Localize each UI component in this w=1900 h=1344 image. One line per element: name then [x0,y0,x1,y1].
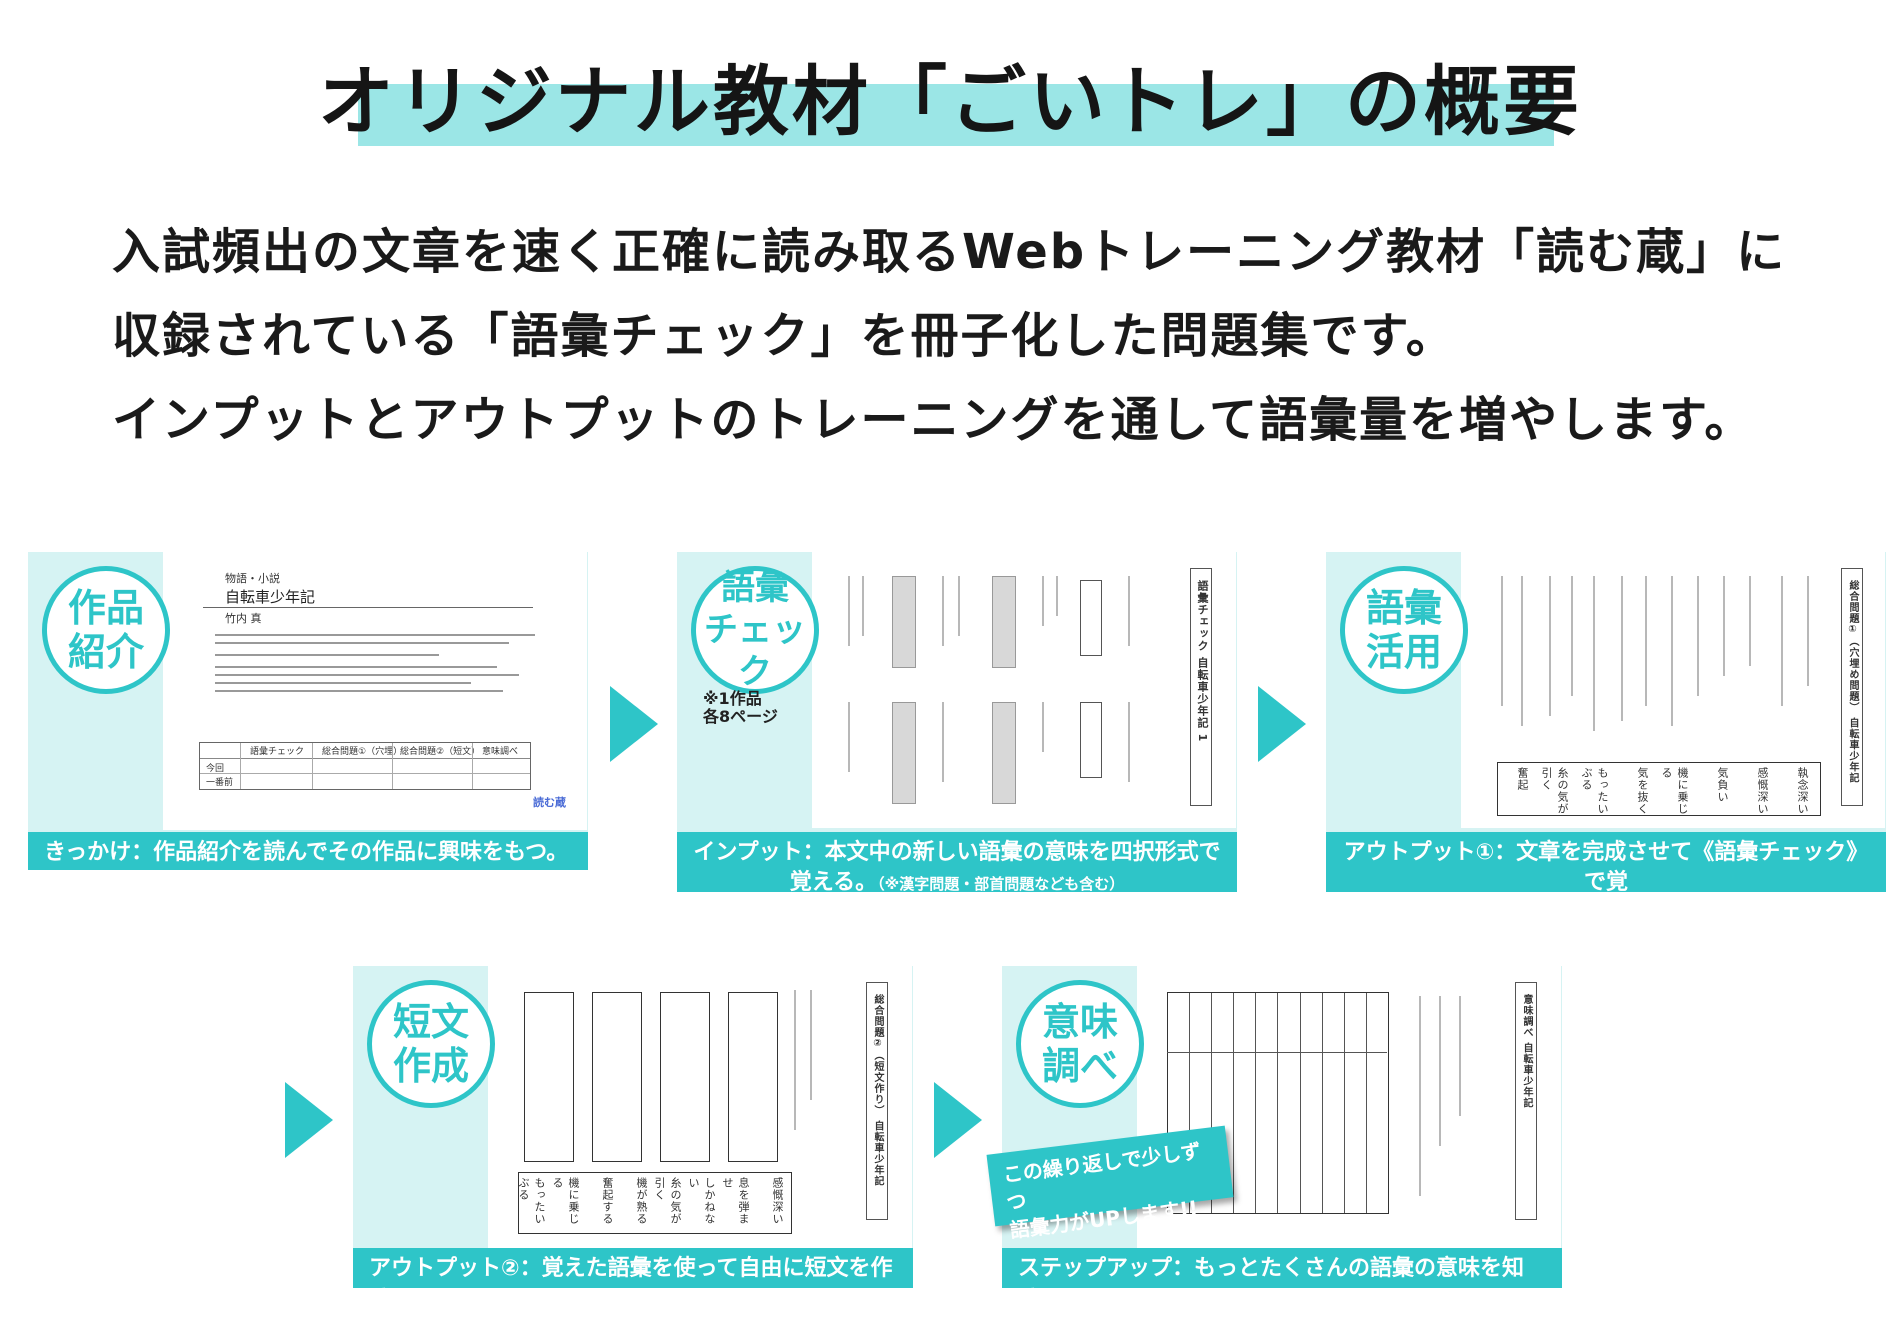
table-row-label: 一番前 [206,778,234,788]
card-vocab-use: 総合問題①（穴埋め問題） 自転車少年記 執念深い 感慨深い 気負い 機に乗じる … [1326,552,1886,925]
arrow-right-icon [285,1082,333,1158]
word-bank-item: 奮起する [601,1177,614,1225]
answer-block [892,702,916,804]
table-header: 意味調べ [482,747,519,757]
question-box [1080,580,1102,656]
table-header: 総合問題①（穴埋） [322,747,403,757]
doc-text-lines [215,628,535,698]
intro-line: 入試頻出の文章を速く正確に読み取るWebトレーニング教材「読む蔵」に [112,224,1787,280]
doc-header: 総合問題①（穴埋め問題） 自転車少年記 [1847,580,1858,784]
card-vocab-check: 語彙チェック 自転車少年記 1 語彙 チェック ※1作品 各8ページ インプット… [677,552,1237,895]
badge-work-intro: 作品 紹介 [42,566,170,694]
word-bank-item: 機に乗じる [1660,767,1689,815]
caption: インプット：本文中の新しい語彙の意味を四択形式で 覚える。（※漢字問題・部首問題… [677,832,1237,895]
page-title: オリジナル教材「ごいトレ」の概要 [318,57,1582,146]
yomukura-logo: 読む蔵 [533,796,566,809]
word-bank-item: 気を抜く [1636,767,1649,815]
doc-header-box [866,982,888,1220]
doc-header: 意味調べ 自転車少年記 [1521,994,1532,1109]
word-bank-item: 機が熟る [635,1177,648,1225]
caption: アウトプット①：文章を完成させて《語彙チェック》で覚 えた語彙の意味を確認する。 [1326,832,1886,925]
arrow-right-icon [610,686,658,762]
badge-sentence-making: 短文 作成 [367,980,495,1108]
writing-box [524,992,574,1162]
badge-vocab-check: 語彙 チェック [691,566,819,694]
caption: アウトプット②：覚えた語彙を使って自由に短文を作る。 [353,1248,913,1311]
caption: ステップアップ：もっとたくさんの語彙の意味を知る。 [1002,1248,1562,1311]
caption: きっかけ：作品紹介を読んでその作品に興味をもつ。 [28,832,588,870]
page-count-note: ※1作品 各8ページ [703,689,778,726]
word-bank-item: 奮起 [1516,767,1529,791]
answer-block [892,576,916,668]
doc-author: 竹内 真 [225,612,262,625]
card-sentence-making: 総合問題②（短文作り） 自転車少年記 感慨深い 息を弾ませ しかねない 糸の気が… [353,966,913,1311]
document-preview: 総合問題①（穴埋め問題） 自転車少年記 執念深い 感慨深い 気負い 機に乗じる … [1461,552,1885,828]
word-bank: 感慨深い 息を弾ませ しかねない 糸の気が引く 機が熟る 奮起する 機に乗じる … [517,1172,792,1234]
table-row: 語彙チェック 総合問題①（穴埋） 総合問題②（短文） 意味調べ [200,743,530,759]
intro-text: 入試頻出の文章を速く正確に読み取るWebトレーニング教材「読む蔵」に 収録されて… [112,210,1832,462]
doc-header-box [1515,982,1537,1220]
progress-table: 語彙チェック 総合問題①（穴埋） 総合問題②（短文） 意味調べ 今回 一番前 [199,742,531,790]
intro-line: 収録されている「語彙チェック」を冊子化した問題集です。 [112,308,1456,364]
word-bank-item: もったいぶる [517,1177,546,1225]
word-bank-item: 感慨深い [771,1177,784,1225]
document-preview: 語彙チェック 自転車少年記 1 [812,552,1236,828]
intro-line: インプットとアウトプットのトレーニングを通して語彙量を増やします。 [112,392,1755,448]
word-bank-item: 息を弾ませ [721,1177,750,1225]
answer-block [992,576,1016,668]
doc-title: 自転車少年記 [225,588,316,606]
word-bank-item: 機に乗じる [551,1177,580,1225]
word-bank-item: 糸の気が引く [1540,767,1569,815]
word-bank-item: 気負い [1716,767,1729,803]
table-row-label: 今回 [206,764,225,774]
table-header: 語彙チェック [250,747,305,757]
badge-vocab-use: 語彙 活用 [1340,566,1468,694]
doc-genre: 物語・小説 [225,572,280,585]
doc-rule [203,607,533,608]
answer-block [992,702,1016,804]
word-bank: 執念深い 感慨深い 気負い 機に乗じる 気を抜く もったいぶる 糸の気が引く 奮… [1497,762,1821,816]
writing-box [660,992,710,1162]
word-bank-item: 感慨深い [1756,767,1769,815]
card-meaning-lookup: 意味調べ 自転車少年記 意味 調べ ステップアップ：もっとたくさんの語彙の意味を… [1002,966,1562,1311]
word-bank-item: 執念深い [1796,767,1809,815]
arrow-right-icon [1258,686,1306,762]
doc-header: 総合問題②（短文作り） 自転車少年記 [872,994,883,1187]
word-bank-item: しかねない [687,1177,716,1225]
title-area: オリジナル教材「ごいトレ」の概要 [0,0,1900,160]
badge-meaning-lookup: 意味 調べ [1016,980,1144,1108]
card-work-intro: 物語・小説 自転車少年記 竹内 真 語彙チェック 総合問題①（穴埋） 総合問題②… [28,552,588,870]
word-bank-item: 糸の気が引く [653,1177,682,1225]
writing-box [728,992,778,1162]
arrow-right-icon [934,1082,982,1158]
grid-divider [1167,1052,1387,1053]
doc-header-box [1841,568,1863,806]
table-header: 総合問題②（短文） [400,747,481,757]
document-preview: 意味調べ 自転車少年記 [1137,966,1561,1248]
word-bank-item: もったいぶる [1580,767,1609,815]
writing-box [592,992,642,1162]
document-preview: 総合問題②（短文作り） 自転車少年記 感慨深い 息を弾ませ しかねない 糸の気が… [488,966,912,1248]
title-highlight-band [358,84,1554,146]
doc-header: 語彙チェック 自転車少年記 1 [1196,580,1209,743]
doc-header-box [1190,568,1212,806]
question-box [1080,702,1102,778]
document-preview: 物語・小説 自転車少年記 竹内 真 語彙チェック 総合問題①（穴埋） 総合問題②… [163,552,587,830]
